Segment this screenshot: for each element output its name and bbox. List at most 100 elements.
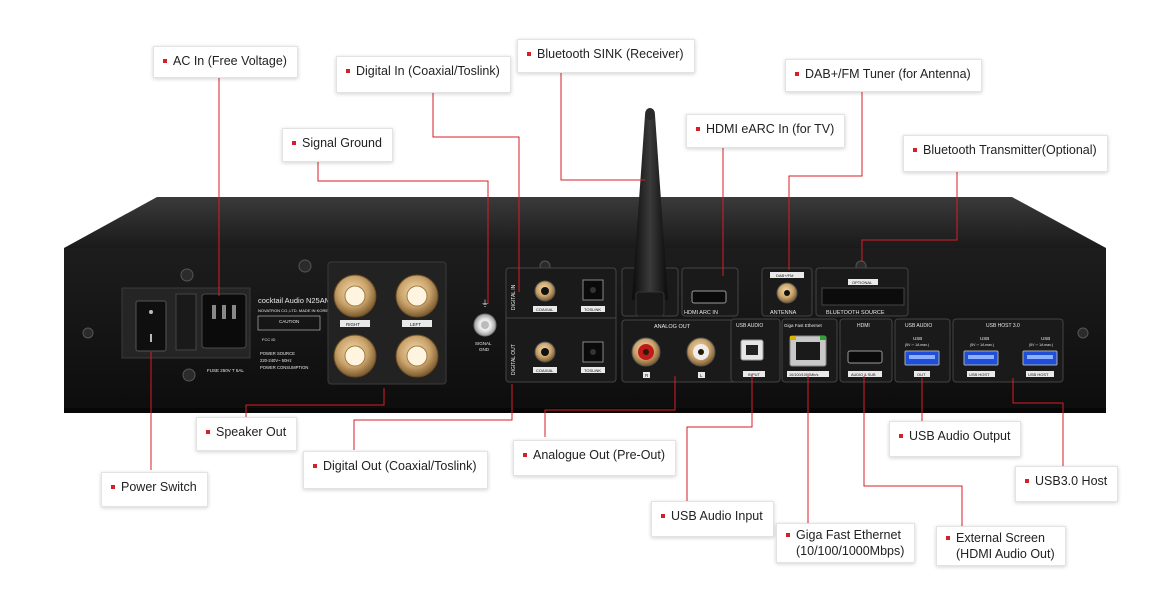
fuse-holder bbox=[175, 293, 197, 351]
bullet-icon bbox=[795, 71, 799, 76]
callout-text: Digital In (Coaxial/Toslink) bbox=[356, 64, 500, 78]
leader-dab-fm bbox=[788, 92, 863, 270]
leader-analogue-out bbox=[544, 376, 676, 437]
leader-usb3-host bbox=[1012, 378, 1064, 466]
screws bbox=[82, 259, 1089, 382]
hdmi-out-port[interactable] bbox=[847, 350, 883, 364]
callout-power-switch: Power Switch bbox=[101, 472, 208, 507]
svg-text:Giga Fast Ethernet: Giga Fast Ethernet bbox=[784, 323, 823, 328]
svg-text:(5V ⎓ 1A max.): (5V ⎓ 1A max.) bbox=[905, 343, 929, 347]
bullet-icon bbox=[111, 484, 115, 489]
callout-external-screen: External Screen (HDMI Audio Out) bbox=[936, 526, 1066, 566]
callout-text: Signal Ground bbox=[302, 136, 382, 150]
power-switch-mark-line bbox=[150, 334, 152, 342]
leader-external-screen bbox=[863, 376, 963, 528]
screw bbox=[82, 327, 94, 339]
callout-dab-fm: DAB+/FM Tuner (for Antenna) bbox=[785, 59, 982, 92]
svg-text:(5V ⎓ 1A max.): (5V ⎓ 1A max.) bbox=[970, 343, 994, 347]
ac-inlet[interactable] bbox=[201, 293, 247, 349]
callout-text: Bluetooth Transmitter(Optional) bbox=[923, 143, 1097, 157]
ac-inlet-pin bbox=[232, 305, 236, 319]
svg-text:USB: USB bbox=[1041, 336, 1050, 341]
bullet-icon bbox=[163, 58, 167, 63]
bullet-icon bbox=[292, 140, 296, 145]
bullet-icon bbox=[313, 463, 317, 468]
bullet-icon bbox=[946, 536, 950, 540]
callout-text: HDMI eARC In (for TV) bbox=[706, 122, 835, 136]
callout-ac-in: AC In (Free Voltage) bbox=[153, 46, 298, 78]
svg-text:COAXIAL: COAXIAL bbox=[536, 307, 554, 312]
ground-symbol: ⏚ bbox=[481, 299, 489, 308]
callout-text: USB Audio Output bbox=[909, 429, 1011, 443]
digital-out-vertical: DIGITAL OUT bbox=[511, 344, 517, 375]
svg-text:DAB+/FM: DAB+/FM bbox=[776, 273, 793, 278]
svg-text:USB HOST 3.0: USB HOST 3.0 bbox=[986, 323, 1020, 329]
hdmi-arc-port[interactable] bbox=[691, 290, 727, 304]
callout-text: Speaker Out bbox=[216, 425, 287, 439]
svg-text:10/100/1000Mb/s: 10/100/1000Mb/s bbox=[789, 373, 818, 377]
voltage-text: 220-240V~ 50Hz bbox=[260, 358, 292, 363]
caution-box bbox=[257, 315, 321, 331]
usb-host-block bbox=[952, 318, 1064, 383]
svg-text:HDMI ARC IN: HDMI ARC IN bbox=[684, 310, 718, 316]
svg-text:L: L bbox=[700, 373, 703, 378]
digital-in-vertical: DIGITAL IN bbox=[511, 284, 517, 310]
brand-text: cocktail Audio N25AMP bbox=[258, 296, 336, 305]
power-switch-mark bbox=[149, 310, 153, 314]
callout-text: Bluetooth SINK (Receiver) bbox=[537, 47, 684, 61]
callout-text: Digital Out (Coaxial/Toslink) bbox=[323, 459, 477, 473]
power-source-text: POWER SOURCE bbox=[260, 351, 295, 356]
callout-signal-ground: Signal Ground bbox=[282, 128, 393, 162]
callout-usb-audio-output: USB Audio Output bbox=[889, 421, 1022, 457]
callout-text: Giga Fast Ethernet (10/100/1000Mbps) bbox=[796, 528, 905, 558]
screw bbox=[180, 268, 194, 282]
left-tag bbox=[402, 320, 432, 327]
leader-bt-transmitter bbox=[861, 172, 958, 262]
svg-text:AUDIO & SUB: AUDIO & SUB bbox=[851, 373, 876, 377]
ac-inlet-pin bbox=[212, 305, 216, 319]
consumption-text: POWER CONSUMPTION bbox=[260, 365, 308, 370]
bullet-icon bbox=[523, 452, 527, 457]
signal-ground-post-center bbox=[481, 321, 489, 329]
speaker-terminals[interactable] bbox=[333, 274, 439, 378]
bluetooth-antenna bbox=[632, 115, 668, 300]
right-tag-text: RIGHT bbox=[346, 322, 360, 327]
callout-text: Power Switch bbox=[121, 480, 197, 494]
bullet-icon bbox=[913, 147, 917, 152]
antenna-base bbox=[635, 291, 665, 317]
left-tag-text: LEFT bbox=[410, 322, 421, 327]
svg-text:OPTIONAL: OPTIONAL bbox=[852, 280, 873, 285]
bullet-icon bbox=[527, 51, 531, 56]
svg-text:OUT: OUT bbox=[917, 372, 926, 377]
svg-text:USB AUDIO: USB AUDIO bbox=[736, 323, 763, 329]
leader-bluetooth-sink bbox=[560, 73, 645, 181]
svg-text:USB HOST: USB HOST bbox=[969, 372, 990, 377]
bullet-icon bbox=[899, 433, 903, 438]
power-switch[interactable] bbox=[135, 300, 167, 352]
bullet-icon bbox=[1025, 478, 1029, 483]
svg-text:INPUT: INPUT bbox=[748, 372, 761, 377]
svg-text:ANTENNA: ANTENNA bbox=[770, 310, 797, 316]
chassis-top bbox=[64, 197, 1106, 248]
svg-text:TOSLINK: TOSLINK bbox=[584, 307, 601, 312]
bullet-icon bbox=[661, 513, 665, 518]
bullet-icon bbox=[786, 533, 790, 537]
leader-digital-in bbox=[432, 93, 520, 292]
screw bbox=[182, 368, 196, 382]
svg-text:USB HOST: USB HOST bbox=[1028, 372, 1049, 377]
callout-usb3-host: USB3.0 Host bbox=[1015, 466, 1119, 502]
callout-text: DAB+/FM Tuner (for Antenna) bbox=[805, 67, 971, 81]
callout-hdmi-earc: HDMI eARC In (for TV) bbox=[686, 114, 846, 148]
callout-text: AC In (Free Voltage) bbox=[173, 54, 287, 68]
callout-usb-audio-input: USB Audio Input bbox=[651, 501, 774, 537]
callout-bt-transmitter: Bluetooth Transmitter(Optional) bbox=[903, 135, 1108, 172]
svg-text:BLUETOOTH SOURCE: BLUETOOTH SOURCE bbox=[826, 310, 885, 316]
ac-inlet-pin bbox=[222, 305, 226, 319]
callout-text: External Screen (HDMI Audio Out) bbox=[956, 531, 1055, 561]
callout-text: USB Audio Input bbox=[671, 509, 763, 523]
bullet-icon bbox=[346, 68, 350, 73]
svg-text:USB: USB bbox=[980, 336, 989, 341]
right-tag bbox=[340, 320, 370, 327]
